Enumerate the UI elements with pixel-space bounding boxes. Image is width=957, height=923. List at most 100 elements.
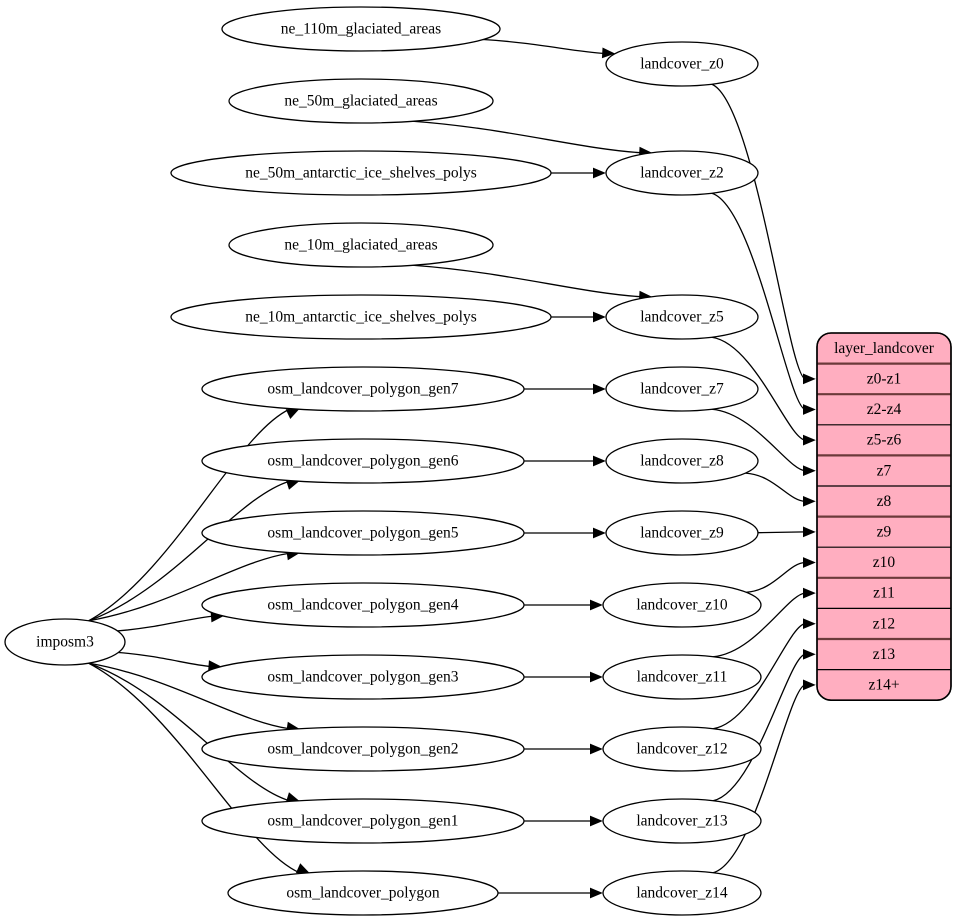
- edge-line: [745, 472, 806, 502]
- node-label: landcover_z0: [640, 56, 724, 73]
- edge-line: [712, 653, 806, 802]
- edge-line: [711, 192, 806, 411]
- edge-ne_110m_glaciated_areas-to-landcover_z0: [483, 38, 616, 59]
- edge-osm_landcover_polygon_gen6-to-landcover_z8: [524, 455, 606, 467]
- node-landcover_z11[interactable]: landcover_z11: [602, 654, 762, 700]
- node-landcover_z0[interactable]: landcover_z0: [605, 41, 759, 87]
- layer-table-row-z11[interactable]: z11: [873, 585, 895, 602]
- node-landcover_z10[interactable]: landcover_z10: [602, 582, 762, 628]
- layer-table-row-z13[interactable]: z13: [873, 646, 896, 663]
- layer-table-row-z0-z1[interactable]: z0-z1: [867, 370, 901, 387]
- node-label: osm_landcover_polygon_gen4: [267, 597, 458, 614]
- edge-landcover_z11-to-layer_landcover-z11: [712, 587, 816, 658]
- node-landcover_z2[interactable]: landcover_z2: [605, 150, 759, 196]
- node-landcover_z5[interactable]: landcover_z5: [605, 294, 759, 340]
- layer-table-row-z5-z6[interactable]: z5-z6: [867, 432, 902, 449]
- edge-line: [412, 264, 642, 298]
- layer-table-row-z14plus[interactable]: z14+: [868, 676, 899, 693]
- node-osm_landcover_polygon_gen3[interactable]: osm_landcover_polygon_gen3: [201, 654, 525, 700]
- source-node-ellipse: [4, 618, 126, 666]
- edge-line: [483, 38, 605, 55]
- edge-line: [412, 120, 642, 154]
- edge-imposm3-to-osm_landcover_polygon_gen7: [88, 408, 300, 622]
- node-osm_landcover_polygon_gen5[interactable]: osm_landcover_polygon_gen5: [201, 510, 525, 556]
- edge-landcover_z0-to-layer_landcover-z0-z1: [711, 83, 816, 385]
- node-osm_landcover_polygon_gen4[interactable]: osm_landcover_polygon_gen4: [201, 582, 525, 628]
- node-label: osm_landcover_polygon_gen2: [267, 741, 458, 758]
- node-label: imposm3: [36, 634, 94, 651]
- landcover-node-ellipse: [605, 294, 759, 340]
- landcover-node-ellipse: [605, 150, 759, 196]
- node-ne_50m_antarctic_ice_shelves_polys[interactable]: ne_50m_antarctic_ice_shelves_polys: [170, 150, 552, 196]
- landcover-node-ellipse: [602, 870, 762, 916]
- edge-line: [88, 662, 290, 802]
- node-landcover_z12[interactable]: landcover_z12: [602, 726, 762, 772]
- edge-ne_50m_antarctic_ice_shelves_polys-to-landcover_z2: [551, 167, 606, 179]
- edge-osm_landcover_polygon_gen5-to-landcover_z9: [524, 527, 606, 539]
- edge-arrowhead: [593, 455, 606, 467]
- node-osm_landcover_polygon_gen6[interactable]: osm_landcover_polygon_gen6: [201, 438, 525, 484]
- layer-table-row-label: z5-z6: [867, 432, 902, 449]
- node-ne_110m_glaciated_areas[interactable]: ne_110m_glaciated_areas: [221, 6, 501, 52]
- node-label: landcover_z14: [636, 885, 727, 902]
- node-osm_landcover_polygon_gen1[interactable]: osm_landcover_polygon_gen1: [201, 798, 525, 844]
- edge-arrowhead: [803, 373, 816, 385]
- layer-table-row-z10[interactable]: z10: [873, 554, 896, 571]
- node-label: ne_50m_antarctic_ice_shelves_polys: [245, 165, 477, 182]
- node-landcover_z14[interactable]: landcover_z14: [602, 870, 762, 916]
- landcover-node-ellipse: [605, 510, 759, 556]
- layer-table-row-label: z2-z4: [867, 401, 902, 418]
- edge-arrowhead: [285, 408, 300, 419]
- edge-arrowhead: [590, 671, 603, 683]
- landcover-node-ellipse: [602, 582, 762, 628]
- edge-arrowhead: [803, 404, 816, 415]
- edge-landcover_z13-to-layer_landcover-z13: [712, 648, 816, 802]
- edges-layer: [88, 38, 816, 899]
- node-label: landcover_z10: [636, 597, 727, 614]
- node-ne_10m_antarctic_ice_shelves_polys[interactable]: ne_10m_antarctic_ice_shelves_polys: [170, 294, 552, 340]
- node-osm_landcover_polygon_gen7[interactable]: osm_landcover_polygon_gen7: [201, 366, 525, 412]
- node-landcover_z9[interactable]: landcover_z9: [605, 510, 759, 556]
- node-label: landcover_z8: [640, 453, 724, 470]
- node-label: landcover_z5: [640, 309, 724, 326]
- edge-landcover_z14-to-layer_landcover-z14-: [712, 679, 816, 874]
- node-osm_landcover_polygon_gen2[interactable]: osm_landcover_polygon_gen2: [201, 726, 525, 772]
- edge-arrowhead: [590, 887, 603, 899]
- node-osm_landcover_polygon[interactable]: osm_landcover_polygon: [227, 870, 499, 916]
- layer-table-row-z12[interactable]: z12: [873, 615, 895, 632]
- node-ne_50m_glaciated_areas[interactable]: ne_50m_glaciated_areas: [228, 78, 494, 124]
- layer-table-row-z7[interactable]: z7: [877, 462, 892, 479]
- node-ne_10m_glaciated_areas[interactable]: ne_10m_glaciated_areas: [228, 222, 494, 268]
- node-label: osm_landcover_polygon_gen7: [267, 381, 458, 398]
- landcover-node-ellipse: [602, 726, 762, 772]
- layer-table-row-z8[interactable]: z8: [877, 493, 892, 510]
- layer-table-row-label: z12: [873, 615, 895, 632]
- layer-table-row-z2-z4[interactable]: z2-z4: [867, 401, 902, 418]
- layer-table-row-z9[interactable]: z9: [877, 523, 892, 540]
- layer-table-outline: [816, 332, 952, 702]
- edge-arrowhead: [593, 383, 606, 395]
- node-label: ne_110m_glaciated_areas: [281, 21, 441, 38]
- edge-arrowhead: [590, 743, 603, 755]
- edge-arrowhead: [803, 465, 816, 477]
- layer-table-row-label: z14+: [868, 676, 899, 693]
- edge-line: [712, 592, 806, 658]
- edge-ne_10m_glaciated_areas-to-landcover_z5: [412, 264, 653, 302]
- node-landcover_z8[interactable]: landcover_z8: [605, 438, 759, 484]
- node-landcover_z7[interactable]: landcover_z7: [605, 366, 759, 412]
- natural-earth-node-ellipse: [170, 150, 552, 196]
- layer-table-row-label: z9: [877, 523, 892, 540]
- edge-landcover_z9-to-layer_landcover-z9: [757, 526, 816, 538]
- node-landcover_z13[interactable]: landcover_z13: [602, 798, 762, 844]
- edge-arrowhead: [593, 167, 606, 179]
- edge-line: [88, 662, 300, 874]
- osm-node-ellipse: [201, 366, 525, 412]
- landcover-node-ellipse: [602, 798, 762, 844]
- landcover-node-ellipse: [602, 654, 762, 700]
- node-imposm3[interactable]: imposm3: [4, 618, 126, 666]
- layer-landcover-table[interactable]: layer_landcoverz0-z1z2-z4z5-z6z7z8z9z10z…: [816, 332, 952, 702]
- edge-arrowhead: [593, 311, 606, 323]
- edge-line: [711, 408, 806, 472]
